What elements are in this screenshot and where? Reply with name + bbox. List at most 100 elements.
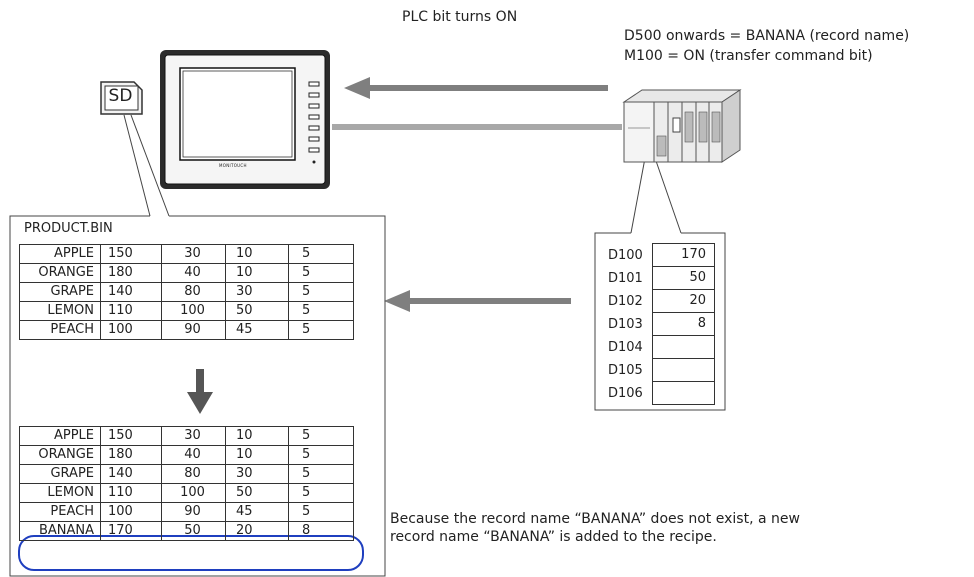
record-value-cell: 20 xyxy=(225,521,289,541)
record-name-cell: ORANGE xyxy=(19,263,101,283)
sd-card-label: SD xyxy=(108,86,133,106)
register-value: 170 xyxy=(652,243,715,267)
record-value-cell: 110 xyxy=(100,301,162,321)
record-name-cell: APPLE xyxy=(19,426,101,446)
register-box-border xyxy=(594,232,726,411)
register-address: D103 xyxy=(608,316,643,332)
record-name-cell: GRAPE xyxy=(19,282,101,302)
record-value-cell: 180 xyxy=(100,263,162,283)
record-value-cell: 10 xyxy=(225,263,289,283)
register-row: D105 xyxy=(604,358,715,382)
register-value: 50 xyxy=(652,266,715,290)
record-value-cell: 5 xyxy=(288,483,354,503)
record-value-cell: 50 xyxy=(161,521,226,541)
record-name-cell: BANANA xyxy=(19,521,101,541)
record-value-cell: 5 xyxy=(288,464,354,484)
record-value-cell: 140 xyxy=(100,464,162,484)
record-value-cell: 5 xyxy=(288,502,354,522)
register-row: D102 20 xyxy=(604,289,715,313)
touch-panel-brand: MONITOUCH xyxy=(219,163,247,168)
record-value-cell: 5 xyxy=(288,263,354,283)
record-value-cell: 100 xyxy=(161,483,226,503)
record-name-cell: PEACH xyxy=(19,320,101,340)
register-value xyxy=(652,381,715,405)
record-value-cell: 100 xyxy=(161,301,226,321)
d500-description: D500 onwards = BANANA (record name) xyxy=(624,28,910,44)
register-row: D103 8 xyxy=(604,312,715,336)
record-value-cell: 80 xyxy=(161,464,226,484)
record-name-cell: PEACH xyxy=(19,502,101,522)
record-value-cell: 50 xyxy=(225,301,289,321)
record-name-cell: ORANGE xyxy=(19,445,101,465)
record-name-cell: GRAPE xyxy=(19,464,101,484)
record-value-cell: 180 xyxy=(100,445,162,465)
register-value xyxy=(652,358,715,382)
record-value-cell: 170 xyxy=(100,521,162,541)
note-line-2: record name “BANANA” is added to the rec… xyxy=(390,529,717,545)
file-panel-border xyxy=(9,215,386,577)
record-value-cell: 100 xyxy=(100,502,162,522)
register-row: D100 170 xyxy=(604,243,715,267)
register-value: 8 xyxy=(652,312,715,336)
record-value-cell: 40 xyxy=(161,445,226,465)
record-value-cell: 5 xyxy=(288,282,354,302)
register-row: D101 50 xyxy=(604,266,715,290)
record-name-cell: LEMON xyxy=(19,301,101,321)
register-address: D100 xyxy=(608,247,643,263)
record-value-cell: 8 xyxy=(288,521,354,541)
register-row: D104 xyxy=(604,335,715,359)
record-name-cell: LEMON xyxy=(19,483,101,503)
record-value-cell: 110 xyxy=(100,483,162,503)
record-value-cell: 90 xyxy=(161,320,226,340)
plc-device-icon xyxy=(620,88,745,163)
record-value-cell: 90 xyxy=(161,502,226,522)
record-value-cell: 30 xyxy=(225,464,289,484)
sd-callout xyxy=(123,114,170,217)
register-address: D102 xyxy=(608,293,643,309)
record-value-cell: 5 xyxy=(288,320,354,340)
record-value-cell: 80 xyxy=(161,282,226,302)
plc-callout xyxy=(630,157,682,234)
record-value-cell: 5 xyxy=(288,445,354,465)
record-value-cell: 30 xyxy=(225,282,289,302)
arrow-plc-to-panel xyxy=(344,77,608,99)
record-value-cell: 50 xyxy=(225,483,289,503)
record-value-cell: 150 xyxy=(100,426,162,446)
banana-highlight xyxy=(18,535,364,571)
m100-description: M100 = ON (transfer command bit) xyxy=(624,48,873,64)
register-address: D101 xyxy=(608,270,643,286)
record-value-cell: 150 xyxy=(100,244,162,264)
record-value-cell: 10 xyxy=(225,244,289,264)
record-value-cell: 100 xyxy=(100,320,162,340)
record-value-cell: 45 xyxy=(225,320,289,340)
record-value-cell: 140 xyxy=(100,282,162,302)
record-name-cell: APPLE xyxy=(19,244,101,264)
record-value-cell: 5 xyxy=(288,426,354,446)
file-name-title: PRODUCT.BIN xyxy=(24,221,113,236)
plc-bit-label: PLC bit turns ON xyxy=(402,9,518,25)
record-value-cell: 10 xyxy=(225,445,289,465)
sd-card-icon: SD xyxy=(99,80,144,116)
register-value xyxy=(652,335,715,359)
register-address: D105 xyxy=(608,362,643,378)
record-value-cell: 30 xyxy=(161,426,226,446)
register-value: 20 xyxy=(652,289,715,313)
record-value-cell: 30 xyxy=(161,244,226,264)
arrow-down xyxy=(187,369,213,414)
record-value-cell: 5 xyxy=(288,244,354,264)
record-value-cell: 40 xyxy=(161,263,226,283)
